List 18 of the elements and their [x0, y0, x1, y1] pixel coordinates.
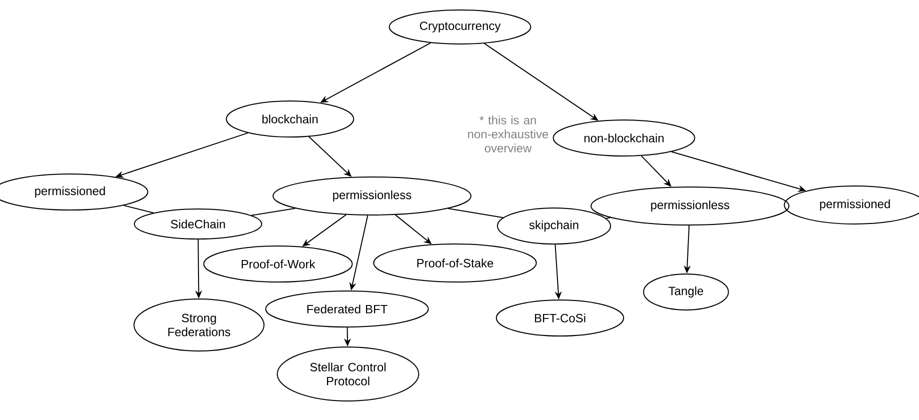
connector-line: [250, 208, 296, 216]
ellipse-node: Stellar Control Protocol: [276, 346, 420, 402]
ellipse-node: blockchain: [226, 100, 354, 138]
ellipse-node: SideChain: [134, 208, 262, 240]
ellipse-node: permissionless: [590, 186, 790, 226]
connector-line: [605, 217, 611, 219]
note-text: * this is an non-exhaustive overview: [468, 116, 548, 152]
ellipse-node: Proof-of-Stake: [373, 244, 537, 282]
ellipse-node: Strong Federations: [134, 298, 264, 352]
ellipse-node: skipchain: [496, 208, 612, 244]
ellipse-node: Proof-of-Work: [203, 246, 353, 282]
ellipse-node: Tangle: [643, 273, 729, 310]
ellipse-node: BFT-CoSi: [496, 299, 624, 336]
ellipse-node: Federated BFT: [265, 290, 429, 328]
ellipse-node: Cryptocurrency: [388, 10, 532, 44]
ellipse-node: non-blockchain: [552, 120, 696, 156]
connector-line: [448, 208, 504, 218]
ellipse-node: permissionless: [272, 176, 472, 216]
